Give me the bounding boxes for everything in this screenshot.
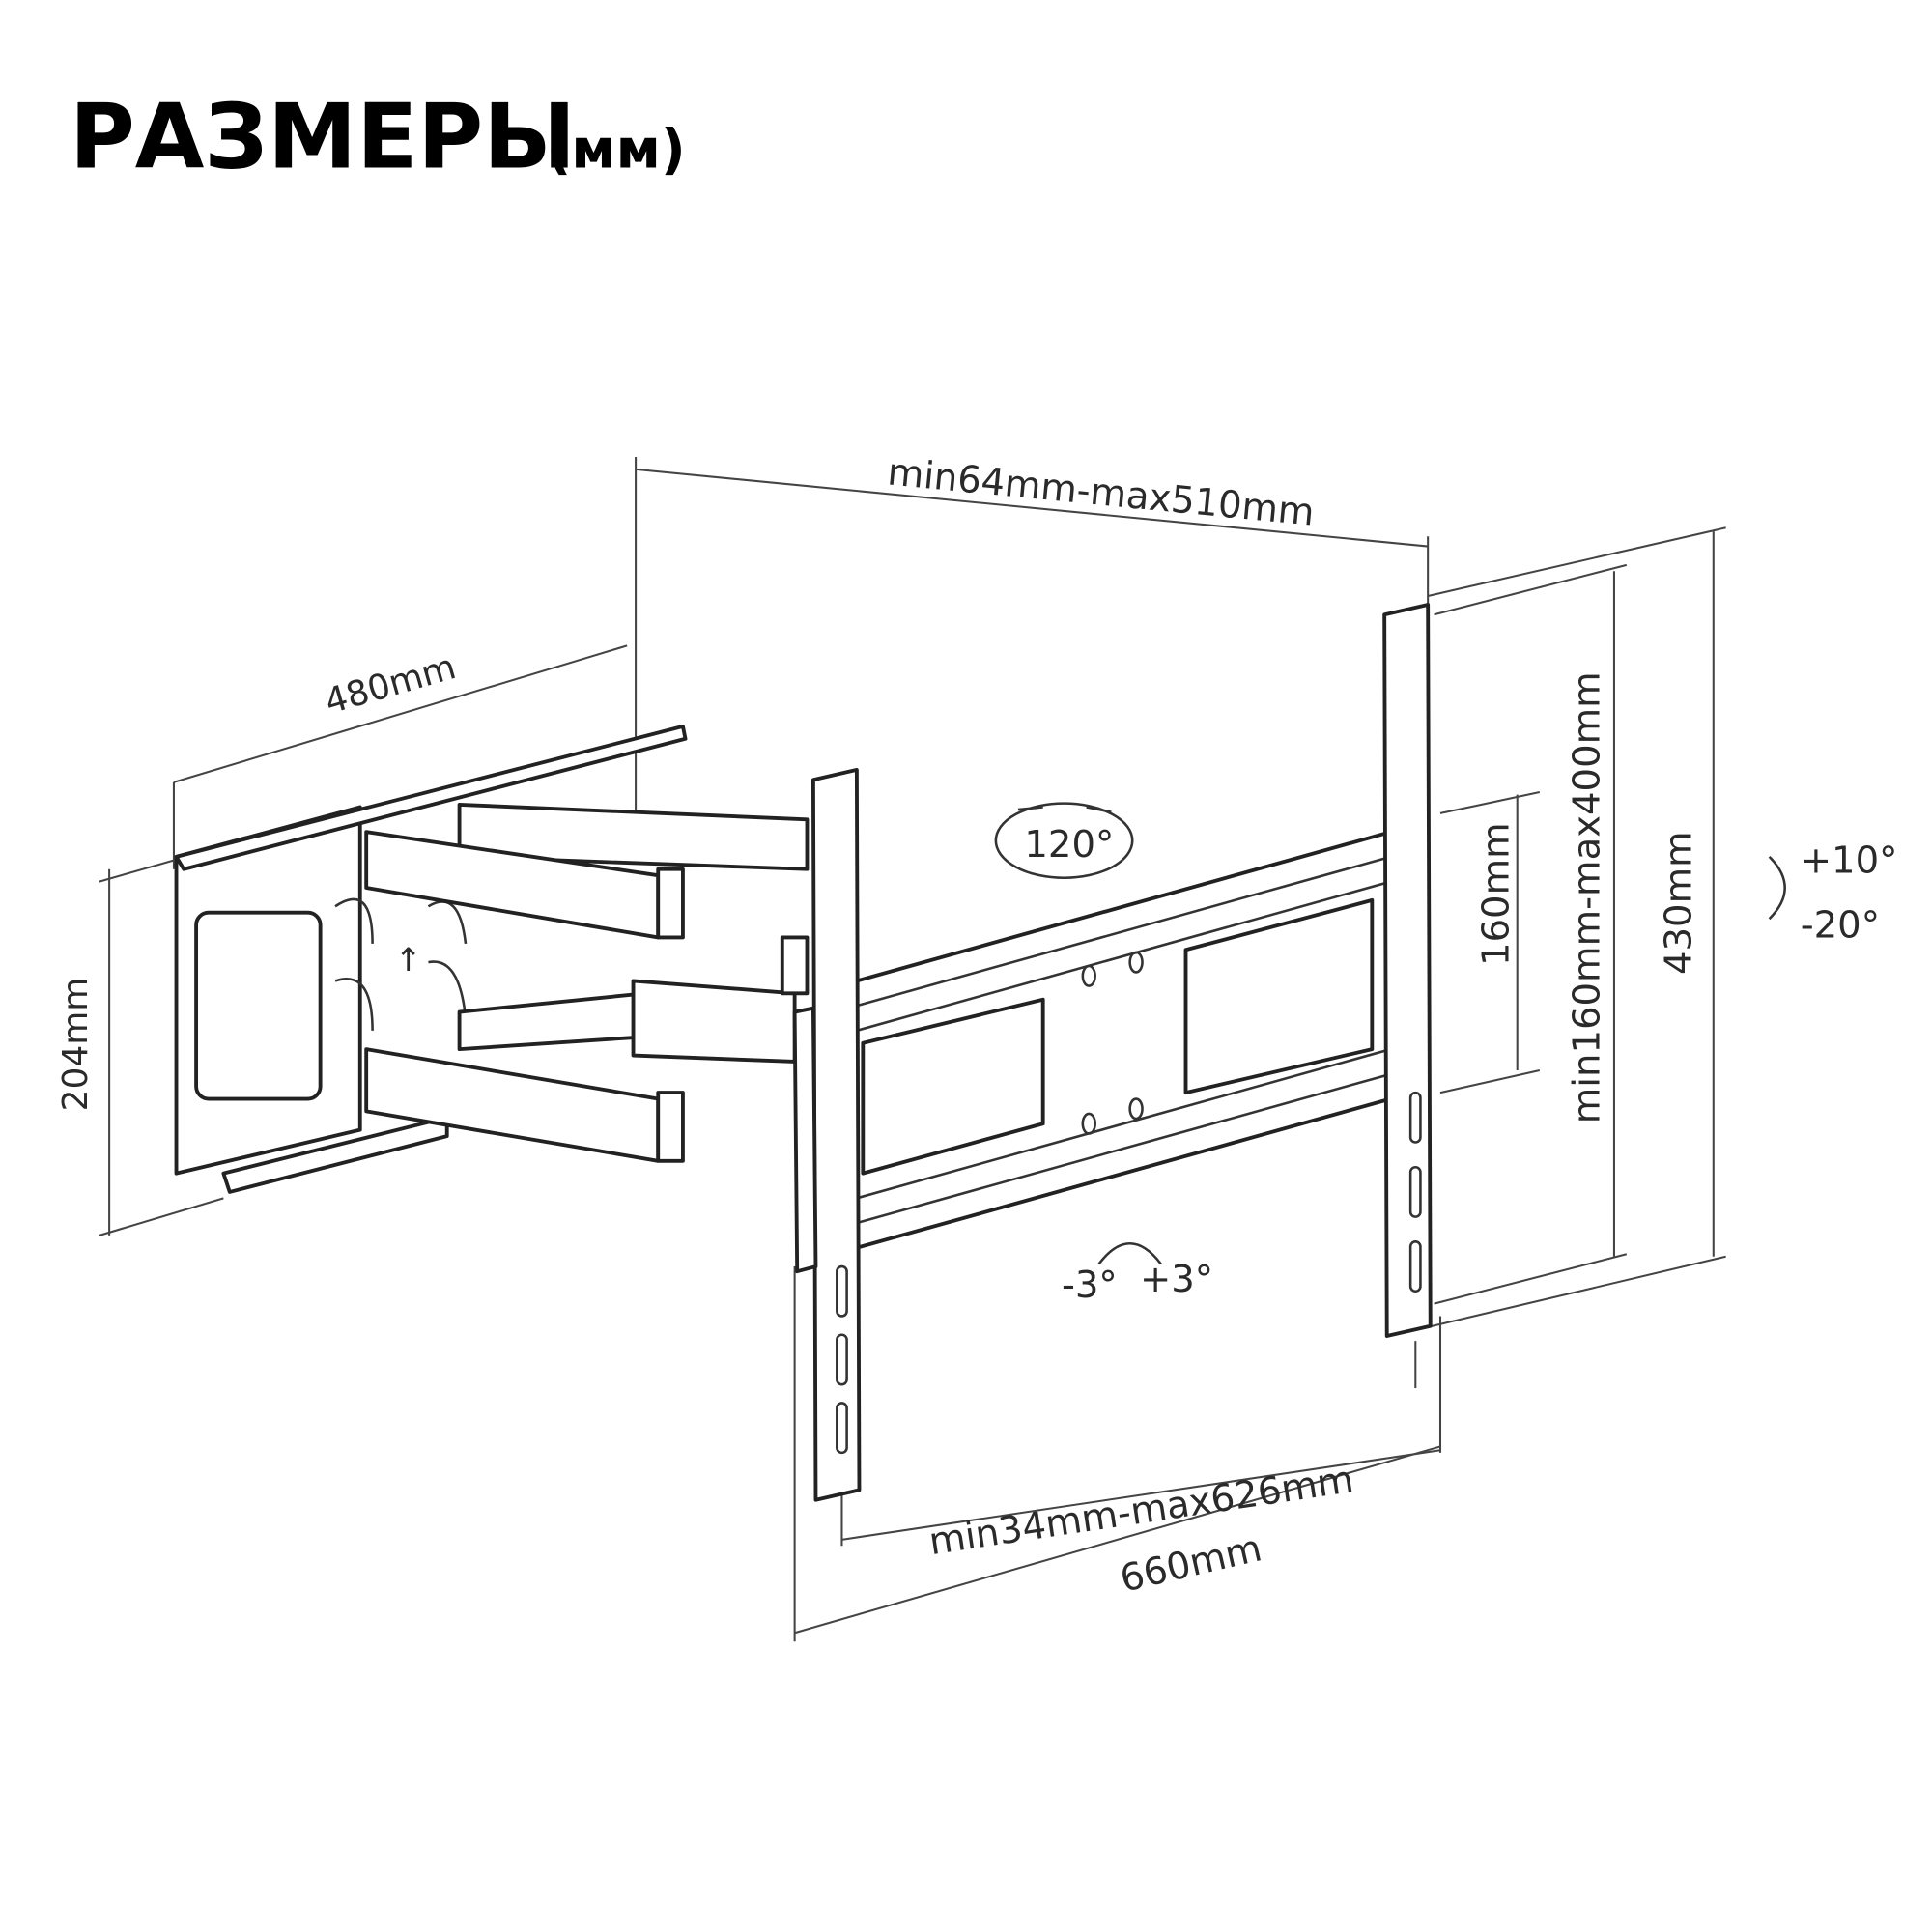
title-unit: (мм) (547, 119, 686, 182)
rotation-indicator: -3° +3° (1062, 1242, 1213, 1307)
right-vertical-bracket (1382, 603, 1433, 1338)
title: РАЗМЕРЫ (70, 85, 576, 189)
depth-label: 480mm (321, 647, 461, 723)
wall-plate: ↑ (174, 724, 688, 1194)
vesa-vertical-label: min160mm-max400mm (1566, 671, 1609, 1123)
tilt-down-angle: -20° (1801, 903, 1880, 947)
tilt-indicator: +10° -20° (1768, 839, 1898, 947)
left-vertical-bracket (792, 767, 862, 1502)
rotate-left-angle: -3° (1062, 1264, 1118, 1307)
hole-spacing-label: 160mm (1475, 822, 1519, 966)
arrow-up-marker: ↑ (395, 941, 422, 979)
dimension-lines (99, 457, 1726, 1642)
plate-height-label: 430mm (1658, 831, 1701, 975)
swivel-angle: 120° (1024, 823, 1114, 867)
wall-plate-height-label: 204mm (56, 978, 96, 1112)
plate-width-label: 660mm (1116, 1526, 1265, 1601)
swivel-indicator: 120° (994, 802, 1134, 880)
tv-rail (854, 830, 1393, 1250)
rotate-right-angle: +3° (1140, 1258, 1213, 1301)
tilt-up-angle: +10° (1801, 839, 1898, 883)
top-width-label: min64mm-max510mm (886, 450, 1317, 534)
horizontal-range-label: min34mm-max626mm (926, 1458, 1356, 1564)
